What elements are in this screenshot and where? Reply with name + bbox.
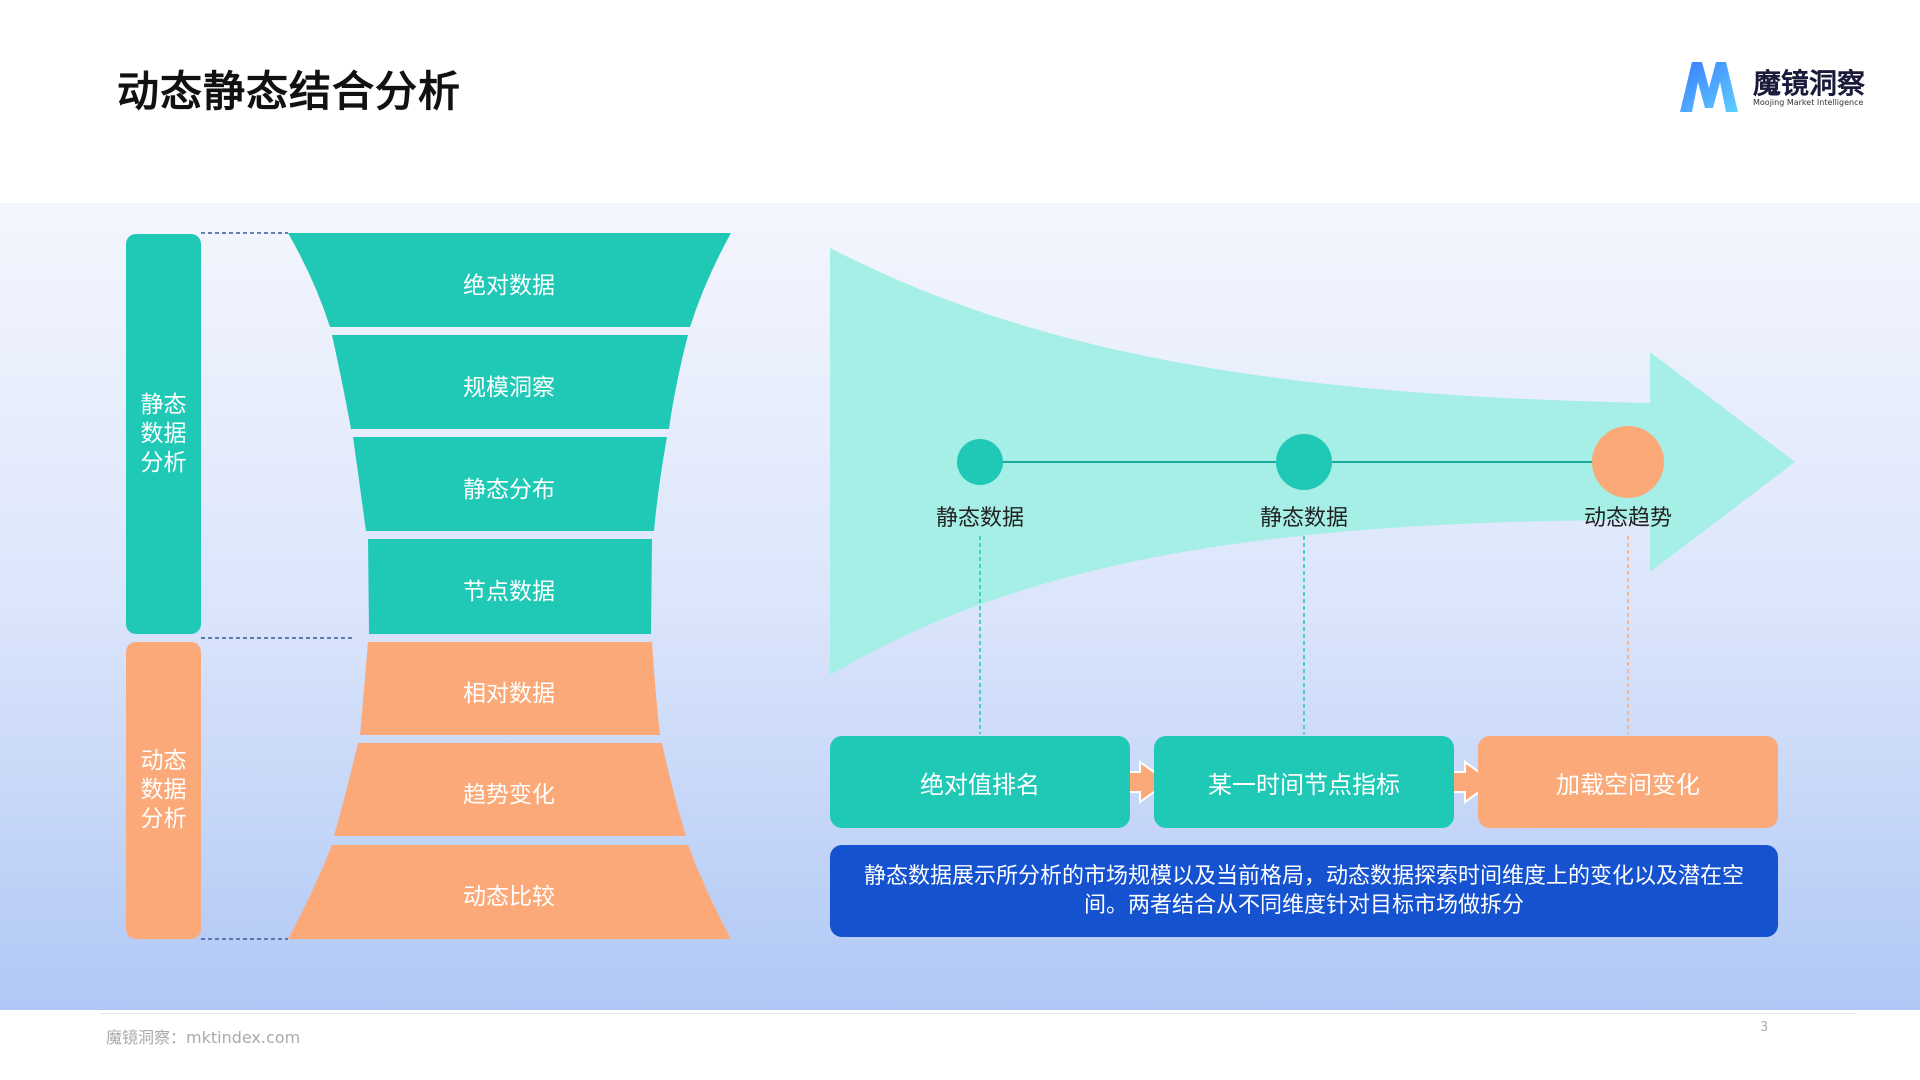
step-box-space-change: 加载空间变化: [1478, 736, 1778, 828]
timeline-node-label: 动态趋势: [1583, 506, 1672, 531]
funnel-layer-label: 静态分布: [463, 477, 555, 503]
page-number: 3: [1760, 1020, 1769, 1035]
timeline-node-1: [957, 439, 1003, 485]
funnel-layer-7: [288, 845, 731, 939]
logo-subtitle: Moojing Market Intelligence: [1753, 98, 1864, 107]
brand-logo: 魔镜洞察 Moojing Market Intelligence: [1678, 58, 1868, 118]
summary-text: 静态数据展示所分析的市场规模以及当前格局，动态数据探索时间维度上的变化以及潜在空…: [863, 864, 1744, 918]
funnel-layer-label: 规模洞察: [463, 375, 555, 401]
funnel-layer-label: 动态比较: [463, 884, 555, 910]
footer-divider: [100, 1013, 1855, 1014]
m-logo-icon: [1680, 62, 1738, 112]
logo-name: 魔镜洞察: [1753, 67, 1866, 100]
step-box-rank: 绝对值排名: [830, 736, 1130, 828]
summary-box: 静态数据展示所分析的市场规模以及当前格局，动态数据探索时间维度上的变化以及潜在空…: [830, 845, 1778, 937]
static-analysis-label: 静态数据分析: [126, 234, 201, 634]
page-title: 动态静态结合分析: [117, 67, 462, 116]
funnel-layer-label: 节点数据: [463, 579, 555, 605]
funnel-layer-4: [368, 539, 652, 634]
timeline-node-2: [1276, 434, 1332, 490]
timeline-node-label: 静态数据: [935, 506, 1024, 531]
funnel-layer-1: [288, 233, 731, 327]
funnel-layer-label: 绝对数据: [463, 273, 555, 299]
funnel-layer-5: [360, 642, 660, 735]
footer-source: 魔镜洞察：mktindex.com: [106, 1028, 301, 1047]
funnel-layer-3: [353, 437, 667, 531]
step-box-time-node: 某一时间节点指标: [1154, 736, 1454, 828]
funnel-layer-label: 趋势变化: [463, 782, 555, 808]
funnel-layer-6: [334, 743, 686, 836]
timeline-node-label: 静态数据: [1259, 506, 1348, 531]
dynamic-analysis-label: 动态数据分析: [126, 642, 201, 939]
funnel-layer-2: [332, 335, 688, 429]
funnel-layer-label: 相对数据: [463, 681, 555, 707]
timeline-node-3: [1592, 426, 1664, 498]
